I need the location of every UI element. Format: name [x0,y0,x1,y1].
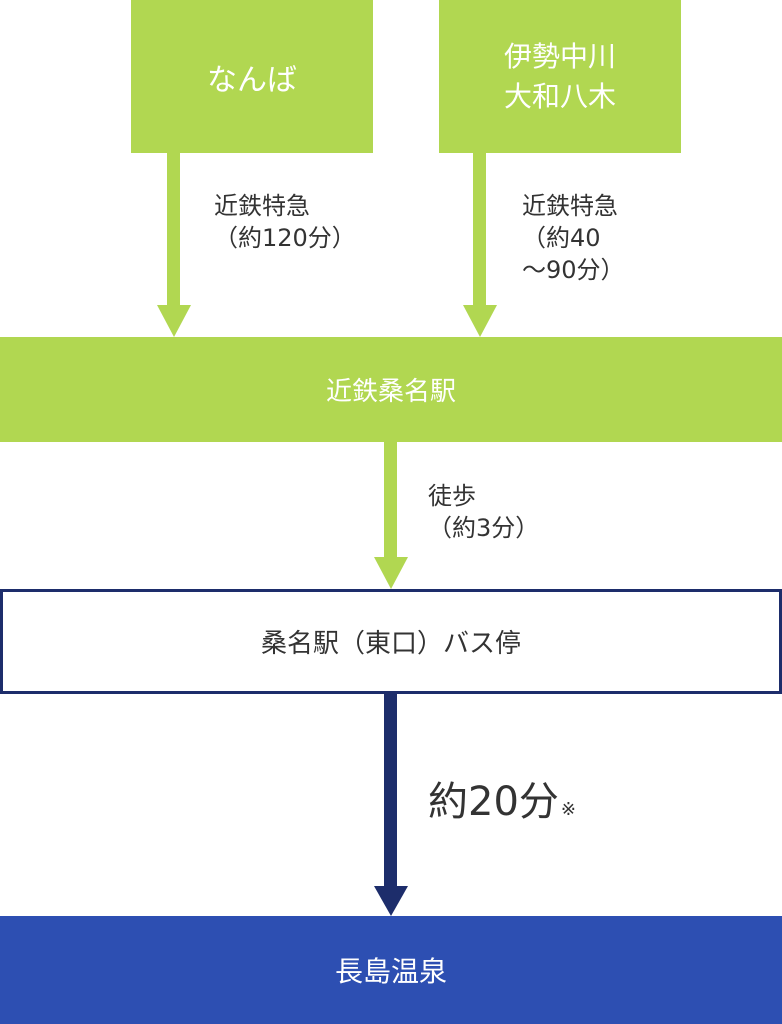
origin-ise-label-1: 伊勢中川 [503,39,616,73]
arrow-shaft-ise [473,153,486,307]
edge-ise-line-2: （約40 [522,224,601,252]
edge-ise-line-3: ～90分） [522,256,625,284]
edge-bus-time: 約20分 [428,779,559,825]
origin-ise-box: 伊勢中川 大和八木 [439,0,681,153]
edge-walk-line-2: （約3分） [428,514,540,542]
edge-label-namba: 近鉄特急 （約120分） [214,190,356,254]
arrow-shaft-walk [384,442,397,559]
arrow-shaft-bus [384,694,397,888]
edge-bus-note: ※ [560,799,576,820]
destination-box: 長島温泉 [0,916,782,1024]
edge-label-ise: 近鉄特急 （約40 ～90分） [522,190,625,286]
arrow-shaft-namba [167,153,180,307]
edge-label-walk: 徒歩 （約3分） [428,480,539,544]
kuwana-station-box: 近鉄桑名駅 [0,337,782,442]
bus-stop-label: 桑名駅（東口）バス停 [260,629,521,659]
edge-walk-line-1: 徒歩 [428,482,476,510]
origin-ise-label-2: 大和八木 [503,79,616,113]
edge-ise-line-1: 近鉄特急 [522,192,618,220]
arrow-head-walk [374,557,408,589]
arrow-head-bus [374,886,408,916]
arrow-head-ise [463,305,497,337]
destination-label: 長島温泉 [334,955,447,988]
edge-namba-line-2: （約120分） [214,224,356,252]
edge-label-bus: 約20分※ [428,778,576,834]
kuwana-station-label: 近鉄桑名駅 [325,377,456,407]
arrow-head-namba [157,305,191,337]
origin-namba-box: なんば [131,0,373,153]
origin-namba-label: なんば [207,62,297,98]
bus-stop-box: 桑名駅（東口）バス停 [0,589,782,694]
edge-namba-line-1: 近鉄特急 [214,192,310,220]
